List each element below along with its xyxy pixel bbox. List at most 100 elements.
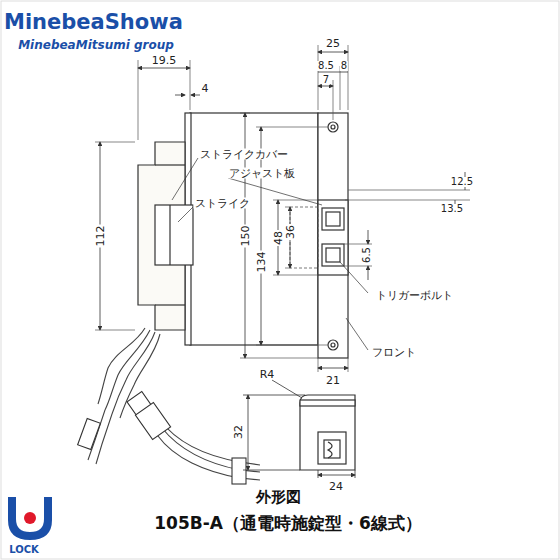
dimension-line [318, 72, 348, 73]
extension-line [138, 60, 139, 140]
dimension-line [100, 52, 465, 368]
front-plate [328, 122, 338, 132]
dimension: 7 [322, 75, 330, 85]
dimension: R4 [259, 369, 276, 380]
lead-wires [96, 414, 112, 464]
side-dimension [248, 395, 249, 470]
dimension: 21 [325, 375, 341, 386]
adjust-plate [318, 200, 348, 275]
logo-text: LOCK [8, 545, 40, 555]
extension-line [318, 358, 319, 372]
dimension: 36 [285, 224, 296, 240]
extension-line [240, 358, 318, 359]
extension-line [95, 330, 135, 331]
side-dimension [243, 380, 355, 478]
strike-cover [155, 304, 185, 305]
extension-line [348, 45, 349, 110]
extension-line [190, 60, 191, 110]
front-plate [318, 113, 348, 358]
part-name: フロント [371, 347, 417, 358]
connector [232, 458, 246, 484]
caption: 105B-A（通電時施錠型・6線式） [153, 515, 422, 532]
extension-line [348, 190, 470, 191]
front-plate [318, 113, 348, 358]
side-view [300, 400, 355, 406]
dimension: 6.5 [362, 246, 372, 264]
adjust-plate [326, 212, 340, 226]
dimension-line [318, 368, 348, 369]
lock-logo [8, 497, 52, 540]
front-plate [328, 340, 338, 350]
dimension: 134 [256, 251, 267, 274]
dimension: 25 [325, 38, 341, 49]
dimension-line [368, 266, 369, 280]
dimension: 8.5 [317, 61, 335, 71]
side-dimension [243, 470, 300, 471]
case-body [190, 113, 318, 345]
side-view [300, 395, 355, 470]
part-name: ストライクカバー [199, 149, 289, 160]
dimension-line [138, 68, 190, 69]
adjust-plate [322, 208, 344, 230]
leader-line [340, 262, 368, 293]
title: 外形図 [255, 490, 302, 505]
extension-line [256, 127, 328, 128]
front-plate [331, 125, 335, 129]
leader-line [172, 158, 198, 200]
dimension-line [175, 95, 185, 96]
dimension: 150 [240, 225, 251, 248]
part-name: トリガーボルト [375, 290, 454, 301]
dimension: 12.5 [450, 177, 474, 187]
extension-line [340, 66, 341, 110]
adjust-plate [326, 248, 340, 262]
brand-logo: MinebeaShowa [3, 12, 184, 33]
extension-line [348, 358, 349, 372]
brand-subtitle: MinebeaMitsumi group [17, 39, 175, 51]
extension-line [345, 200, 470, 201]
dimension: 13.5 [440, 204, 464, 214]
extension-line [273, 200, 318, 201]
part-name: ストライク [194, 198, 251, 209]
adjust-plate [318, 200, 348, 275]
side-view [318, 432, 346, 464]
dimension: 8 [340, 61, 348, 71]
lead-wires [98, 328, 145, 404]
lock-logo [8, 497, 52, 540]
extension-line [95, 45, 470, 372]
case-body [185, 113, 318, 345]
dimension-line [261, 127, 262, 345]
side-dimension [318, 470, 319, 478]
extension-line [318, 45, 319, 110]
side-dimension [355, 470, 356, 478]
dimension: 48 [273, 230, 284, 246]
dimension-line [318, 52, 348, 53]
leader-line [346, 318, 368, 350]
side-dimension [318, 475, 355, 476]
lead-wires [88, 328, 260, 480]
strike [169, 205, 170, 265]
extension-line [273, 275, 318, 276]
strike [155, 205, 193, 265]
extension-line [285, 268, 290, 269]
side-view [300, 395, 355, 470]
dimension-line [191, 95, 200, 96]
dimension-line [318, 86, 333, 87]
dimension: 112 [95, 225, 106, 248]
dimension: 24 [328, 481, 344, 492]
lock-logo [24, 512, 36, 524]
extension-line [95, 142, 135, 143]
dimension-line [368, 230, 369, 244]
dimension: 32 [233, 424, 244, 440]
extension-line [285, 207, 290, 208]
leader-line [178, 207, 193, 222]
extension-line [256, 345, 328, 346]
side-view [324, 440, 340, 458]
leader-line [172, 158, 368, 350]
strike [155, 205, 193, 265]
dimension: 19.5 [151, 55, 178, 66]
strike-cover [155, 164, 185, 165]
side-view [328, 442, 332, 458]
